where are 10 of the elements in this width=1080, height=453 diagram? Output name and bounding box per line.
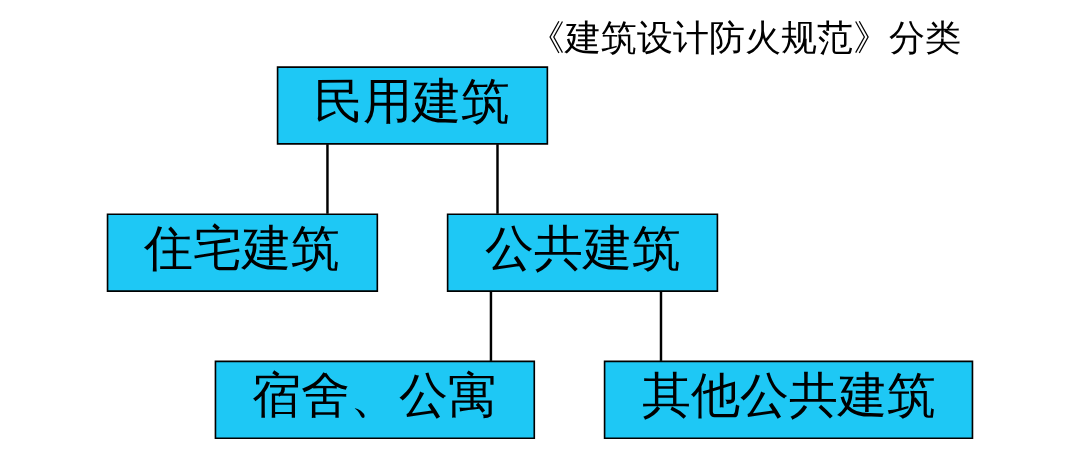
node-box: 民用建筑 xyxy=(276,66,549,145)
diagram-title: 《建筑设计防火规范》分类 xyxy=(529,17,962,59)
node-box: 其他公共建筑 xyxy=(603,360,974,440)
connector xyxy=(659,291,663,361)
connector xyxy=(489,291,493,361)
connector xyxy=(326,144,329,214)
node-box: 住宅建筑 xyxy=(106,213,379,292)
node-box: 宿舍、公寓 xyxy=(214,360,536,440)
connector xyxy=(496,144,499,214)
node-box: 公共建筑 xyxy=(446,213,719,292)
